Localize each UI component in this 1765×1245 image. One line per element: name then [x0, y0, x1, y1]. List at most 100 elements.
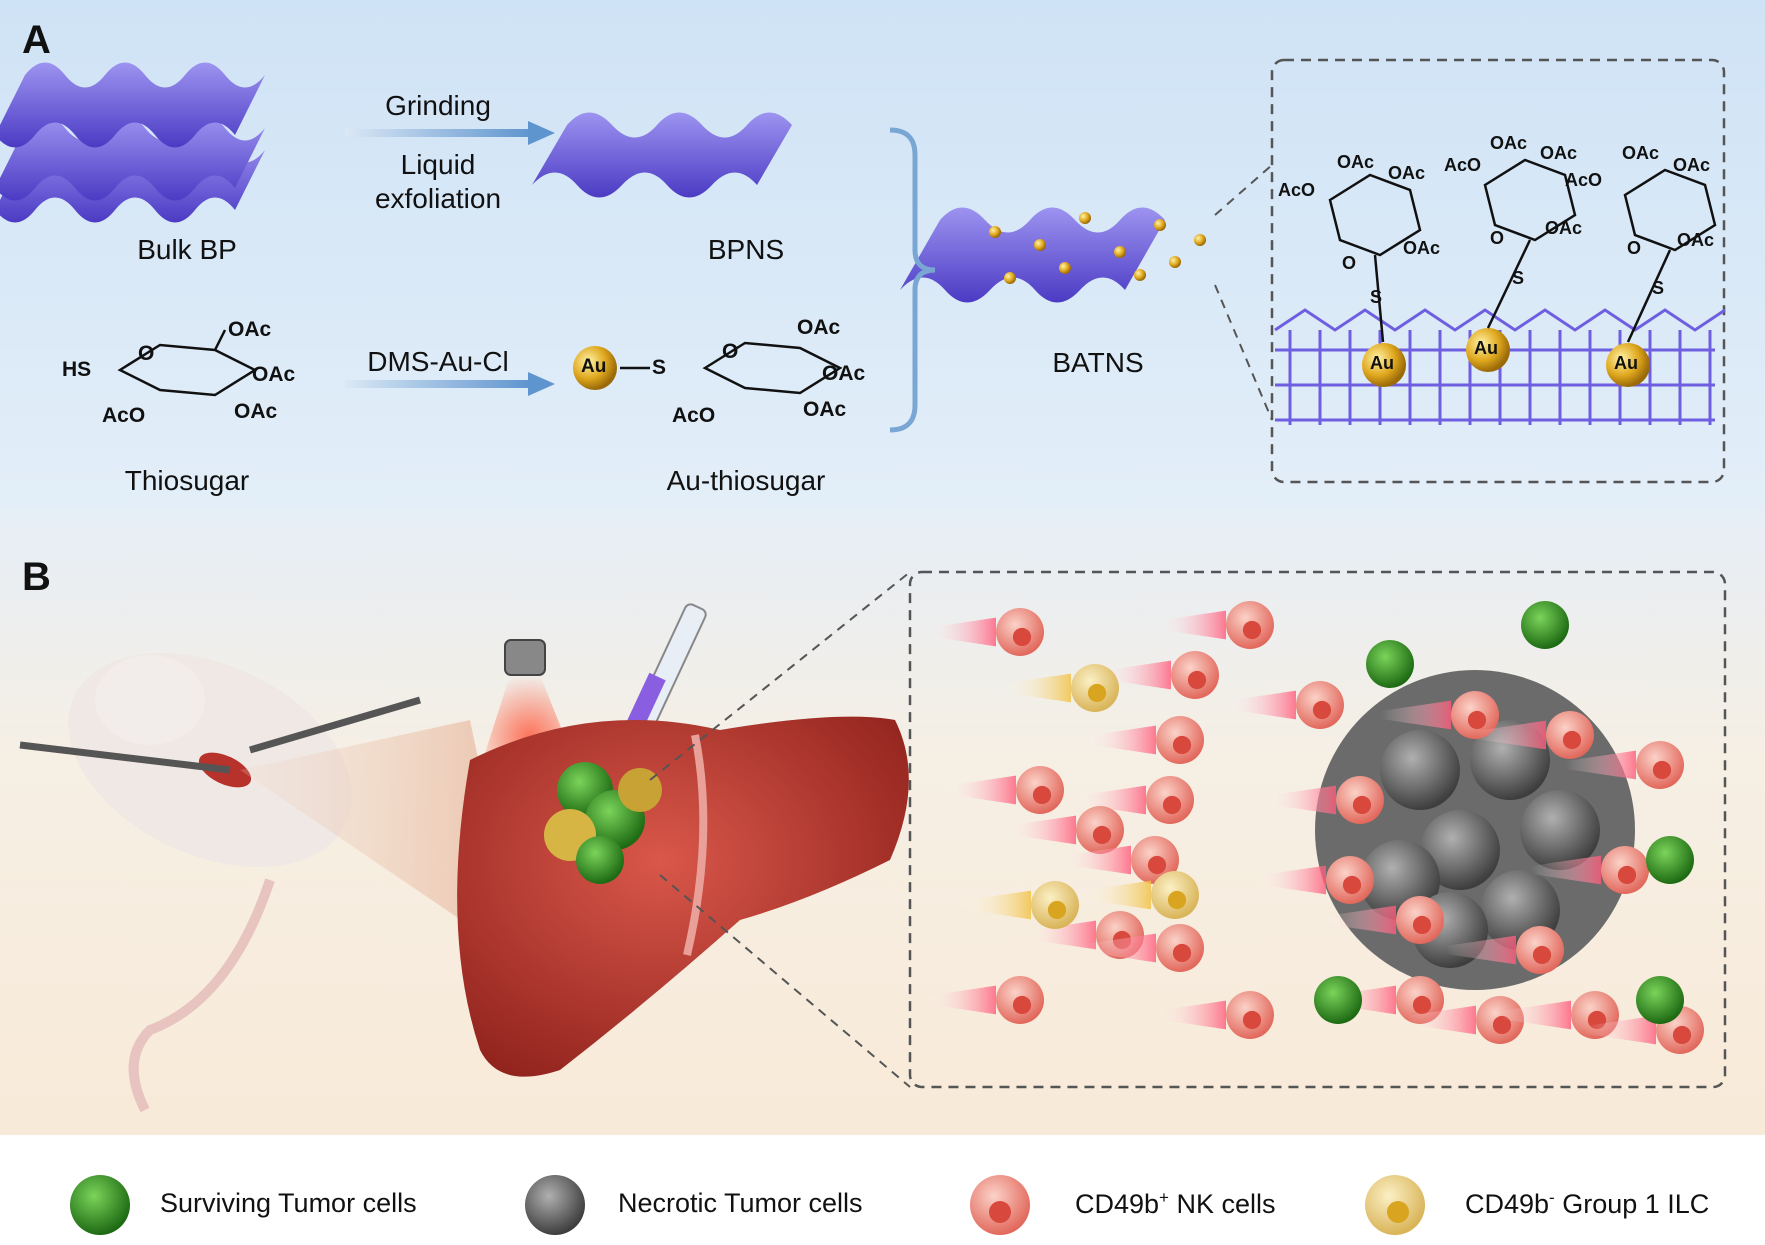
zoom-box-b: [908, 570, 1727, 1089]
zoom-s-2: S: [1512, 268, 1525, 288]
batns-label: BATNS: [1052, 347, 1144, 378]
dms-au-cl-label: DMS-Au-Cl: [367, 346, 509, 377]
nk-cell: [1006, 806, 1124, 854]
zoom-lines-a: [1214, 164, 1273, 421]
ilc-cell: [1001, 664, 1119, 712]
nk-cell: [1156, 601, 1274, 649]
nk-cell: [1086, 716, 1204, 764]
chem-oac-4: OAc: [797, 316, 841, 339]
nk-cell: [1226, 681, 1344, 729]
au-thiosugar-ring: [620, 341, 843, 395]
zoom-oac-4: OAc: [1490, 133, 1528, 153]
ilc-cell: [961, 881, 1079, 929]
liquid-exfoliation-label: Liquid exfoliation: [374, 149, 502, 214]
grinding-label: Grinding: [385, 90, 491, 121]
au-particles-lattice: [1362, 328, 1650, 387]
legend-ilc-sup: -: [1549, 1188, 1555, 1207]
legend-ilc-marker: CD49b: [1465, 1189, 1550, 1219]
immune-cells-layer: [926, 601, 1704, 1054]
nk-cell: [1061, 836, 1179, 884]
nk-cell: [1101, 651, 1219, 699]
brace: [889, 127, 936, 433]
nk-cell: [1156, 991, 1274, 1039]
legend-ilc-label: CD49b- Group 1 ILC: [1465, 1188, 1709, 1220]
bpns-sheet: [532, 112, 792, 198]
zoom-au-2: Au: [1474, 338, 1498, 358]
thiosugar-ring: [117, 329, 258, 397]
zoom-oac-1: OAc: [1337, 152, 1375, 172]
chem-aco: AcO: [102, 404, 146, 427]
mouse-illustration: [19, 653, 421, 1113]
green-cell: [1646, 836, 1694, 884]
chem-oac-2: OAc: [252, 363, 296, 386]
chem-oac-6: OAc: [803, 398, 847, 421]
zoom-s-1: S: [1370, 287, 1383, 307]
zoom-au-1: Au: [1370, 353, 1394, 373]
legend-nk-sup: +: [1159, 1188, 1169, 1207]
legend-background: [0, 1135, 1765, 1245]
chem-s: S: [652, 356, 667, 379]
ilc-cell: [1081, 871, 1199, 919]
zoom-aco-3: AcO: [1565, 170, 1603, 190]
zoom-lines-b: [649, 571, 911, 1088]
liver-ligament: [683, 734, 708, 956]
nk-cell: [1406, 996, 1524, 1044]
thiosugar-label: Thiosugar: [124, 465, 250, 496]
nk-cell: [926, 608, 1044, 656]
nk-cell: [1086, 924, 1204, 972]
nk-cell: [1531, 846, 1649, 894]
nk-cell: [926, 976, 1044, 1024]
nk-cell: [1381, 691, 1499, 739]
zoom-oac-6: OAc: [1545, 218, 1583, 238]
legend-nk-rest: NK cells: [1168, 1189, 1276, 1219]
zoom-aco-2: AcO: [1444, 155, 1482, 175]
legend-necrotic-label: Necrotic Tumor cells: [618, 1188, 863, 1218]
chem-oac-1: OAc: [228, 318, 272, 341]
zoom-oac-7: OAc: [1622, 143, 1660, 163]
zoom-oac-5: OAc: [1540, 143, 1578, 163]
chem-o-ring: O: [138, 342, 155, 365]
legend-nk-label: CD49b+ NK cells: [1075, 1188, 1276, 1220]
chem-aco-2: AcO: [672, 404, 716, 427]
legend-nk-marker: CD49b: [1075, 1189, 1160, 1219]
green-cell: [1366, 640, 1414, 688]
zoom-aco-1: AcO: [1278, 180, 1316, 200]
arrow-grinding: [345, 121, 555, 145]
chem-oac-5: OAc: [822, 362, 866, 385]
panel-a-letter: A: [22, 18, 51, 62]
nk-cell: [1446, 926, 1564, 974]
nk-cell: [1476, 711, 1594, 759]
au-sphere: [573, 346, 617, 390]
zoom-au-3: Au: [1614, 353, 1638, 373]
zoom-cone-mouse-liver: [240, 720, 520, 960]
legend-surviving-label: Surviving Tumor cells: [160, 1188, 417, 1218]
nk-cell: [946, 766, 1064, 814]
arrow-dms-au-cl: [345, 372, 555, 396]
bulk-bp-label: Bulk BP: [137, 234, 237, 265]
nk-cell: [1566, 741, 1684, 789]
legend-ilc-rest: Group 1 ILC: [1554, 1189, 1710, 1219]
green-cell: [1636, 976, 1684, 1024]
zoom-oac-9: OAc: [1677, 230, 1715, 250]
nk-cell: [1256, 856, 1374, 904]
zoom-box-a: [1270, 58, 1726, 484]
zoom-o-3: O: [1627, 238, 1642, 258]
panel-b-letter: B: [22, 555, 51, 599]
chem-oac-3: OAc: [234, 400, 278, 423]
zoom-oac-8: OAc: [1673, 155, 1711, 175]
batns-sheet: [900, 207, 1206, 303]
zoom-o-1: O: [1342, 253, 1357, 273]
au-thiosugar-label: Au-thiosugar: [666, 465, 826, 496]
green-cell: [1314, 976, 1362, 1024]
green-cell: [1521, 601, 1569, 649]
liver: [457, 716, 909, 1077]
zoom-oac-2: OAc: [1388, 163, 1426, 183]
legend-necrotic-icon: [525, 1175, 585, 1235]
legend-nk-icon: [970, 1175, 1030, 1235]
sugar-rings: [1328, 158, 1717, 343]
legend-ilc-icon: [1365, 1175, 1425, 1235]
chem-au: Au: [581, 356, 607, 377]
nk-cell: [1326, 896, 1444, 944]
zoom-oac-3: OAc: [1403, 238, 1441, 258]
nk-cell: [1076, 776, 1194, 824]
